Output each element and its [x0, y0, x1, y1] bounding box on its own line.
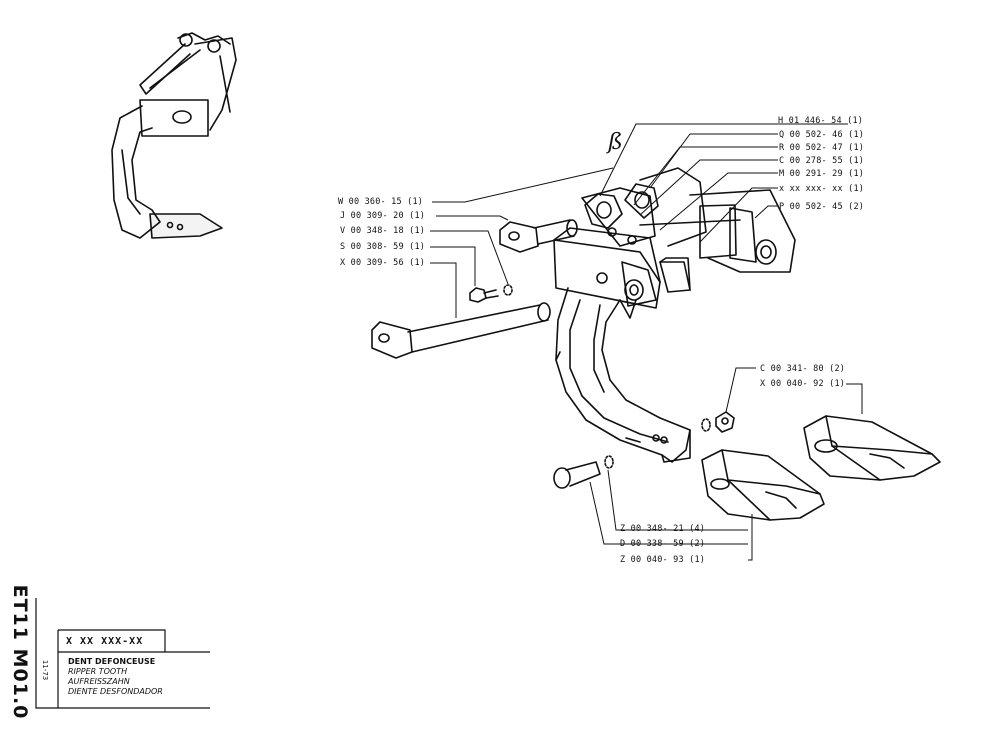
sheet-date: 11-73	[41, 659, 49, 681]
callout-x3: X 00 040- 92 (1)	[760, 379, 846, 389]
callout-m: M 00 291- 29 (1)	[779, 169, 865, 179]
title-de: AUFREISSZAHN	[68, 677, 130, 686]
callout-s: S 00 308- 59 (1)	[340, 242, 426, 252]
callout-c1: C 00 278- 55 (1)	[779, 156, 865, 166]
callout-z1: Z 00 348- 21 (4)	[620, 524, 706, 534]
callout-x1: x xx xxx- xx (1)	[779, 184, 865, 194]
callout-p: P 00 502- 45 (2)	[779, 202, 865, 212]
title-es: DIENTE DESFONDADOR	[68, 687, 163, 696]
callout-h: H 01 446- 54 (1)	[778, 116, 864, 126]
callout-v: V 00 348- 18 (1)	[340, 226, 426, 236]
callout-x2: X 00 309- 56 (1)	[340, 258, 426, 268]
leader-lines	[430, 123, 863, 561]
callout-z2: Z 00 040- 93 (1)	[620, 555, 706, 565]
title-en: RIPPER TOOTH	[68, 667, 128, 676]
sheet-code: ET11 M01.0	[9, 584, 31, 720]
callout-w: W 00 360- 15 (1)	[338, 197, 424, 207]
tooth-front	[701, 449, 825, 521]
callout-j: J 00 309- 20 (1)	[340, 211, 426, 221]
sheet-ref: X XX XXX-XX	[66, 636, 144, 647]
small-bolt	[469, 284, 513, 303]
handwritten-mark: ß	[608, 130, 623, 155]
tooth-rear	[803, 415, 941, 481]
callout-r: R 00 502- 47 (1)	[779, 143, 865, 153]
long-pin	[371, 302, 551, 359]
short-pin	[499, 219, 578, 253]
rear-bracket	[581, 167, 796, 293]
callout-d: D 00 338- 59 (2)	[620, 539, 706, 549]
callout-c2: C 00 341- 80 (2)	[760, 364, 846, 374]
callout-q: Q 00 502- 46 (1)	[779, 130, 865, 140]
shank	[555, 287, 691, 463]
mounting-plate	[553, 227, 661, 309]
overview-sketch	[111, 32, 237, 239]
title-fr: DENT DEFONCEUSE	[68, 657, 156, 666]
